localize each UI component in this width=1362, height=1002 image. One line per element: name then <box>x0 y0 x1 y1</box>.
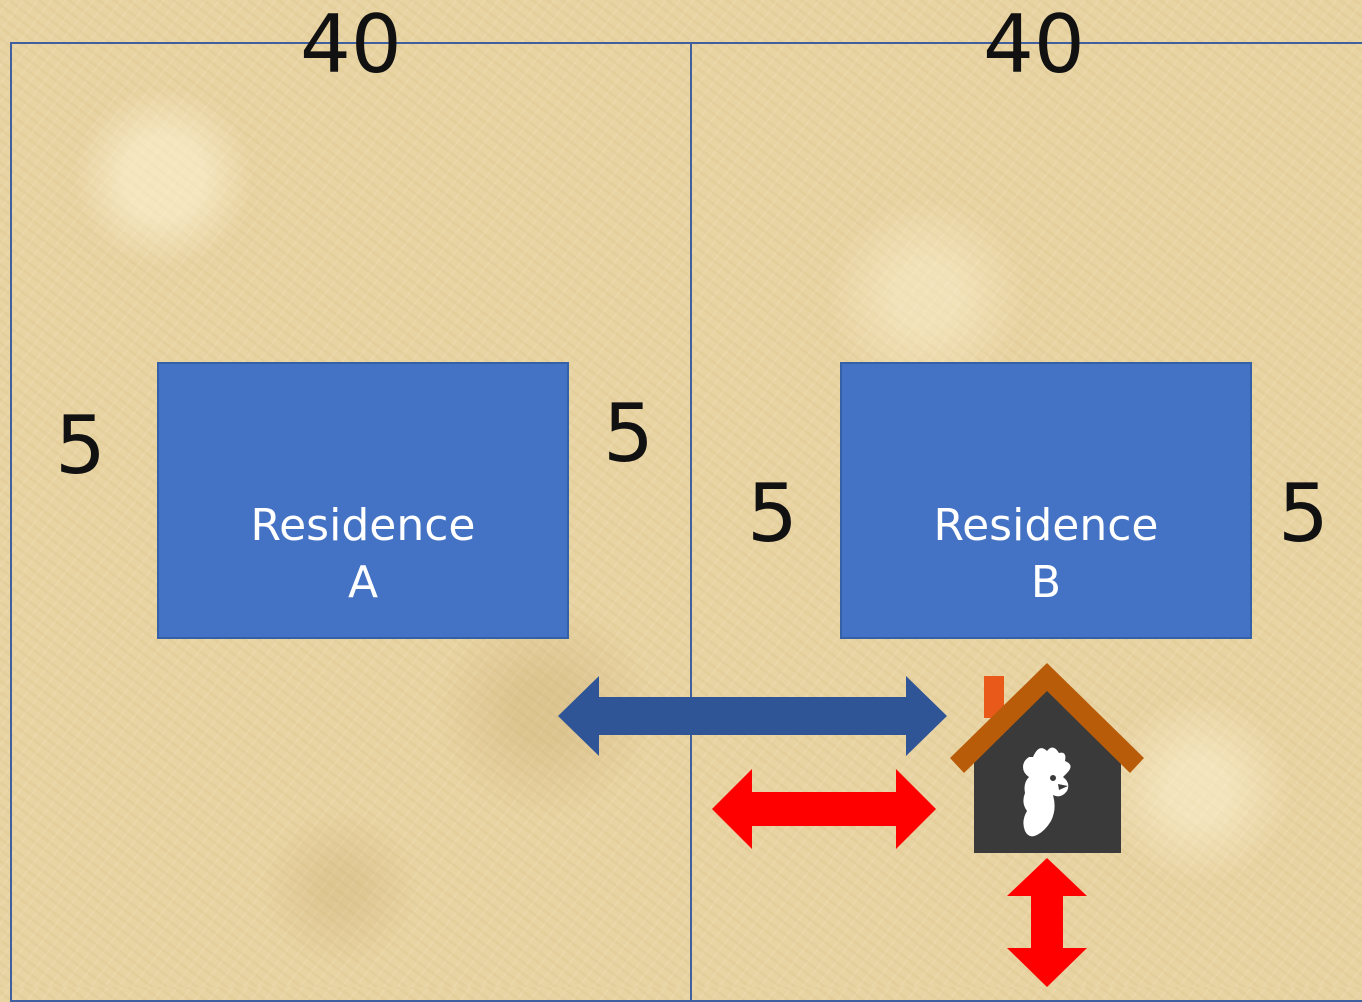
red-horizontal-double-arrow-icon <box>712 769 936 849</box>
residence-a: Residence A <box>157 362 569 639</box>
chicken-coop-icon <box>950 663 1144 853</box>
residence-a-letter: A <box>347 556 379 608</box>
residence-b-letter: B <box>1030 556 1062 608</box>
setback-a-right-label: 5 <box>603 387 654 480</box>
setback-a-left-label: 5 <box>55 399 106 492</box>
setback-b-left-label: 5 <box>747 467 798 560</box>
lot-b-width-label: 40 <box>983 0 1085 91</box>
residence-b-label: Residence <box>933 500 1159 552</box>
residence-a-label: Residence <box>250 500 476 552</box>
residence-b: Residence B <box>840 362 1252 639</box>
red-vertical-double-arrow-icon <box>1007 858 1087 987</box>
setback-b-right-label: 5 <box>1278 467 1329 560</box>
lot-a-width-label: 40 <box>300 0 402 91</box>
double-arrow-icon <box>558 676 947 756</box>
